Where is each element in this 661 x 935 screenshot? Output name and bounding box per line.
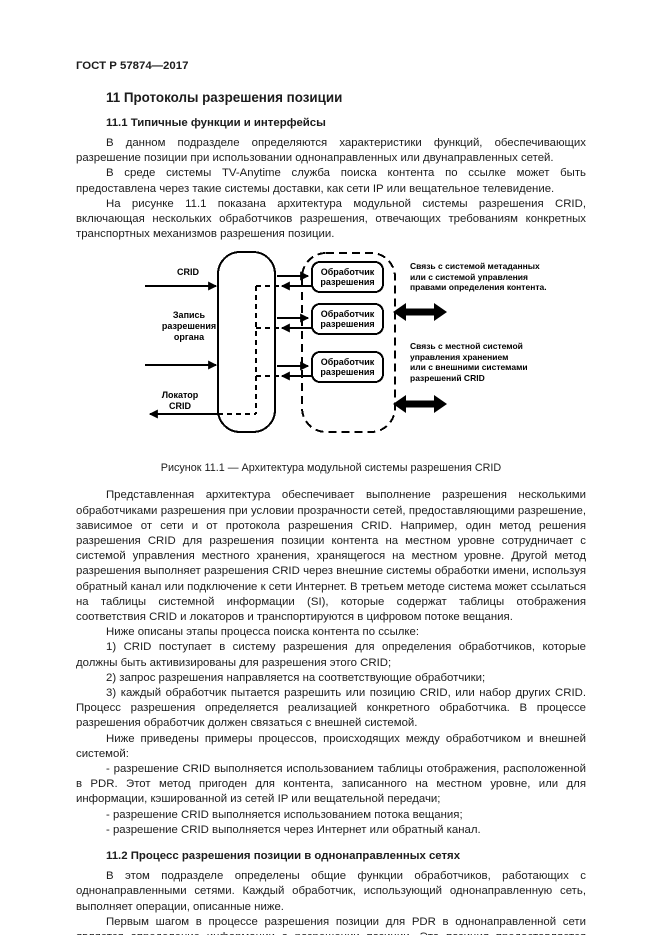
resolution-handler-box (311, 303, 384, 336)
resolution-core-box (217, 251, 276, 434)
section-11-title: 11 Протоколы разрешения позиции (106, 90, 343, 105)
resolution-handler-box (311, 351, 384, 384)
paragraph: Первым шагом в процессе разрешения позиц… (76, 915, 586, 935)
diagram-canvas (145, 251, 447, 434)
list-item-dash: - разрешение CRID выполняется использова… (76, 763, 586, 806)
handlers-group-box (301, 252, 396, 434)
handler-box-label: Обработчик разрешения (320, 266, 375, 288)
handler-box-label: Обработчик разрешения (320, 356, 375, 378)
external-link-double-arrow (393, 395, 447, 414)
paragraph: В этом подразделе определены общие функц… (76, 870, 586, 913)
subsection-11-2-title: 11.2 Процесс разрешения позиции в однона… (106, 850, 461, 863)
paragraph: Представленная архитектура обеспечивает … (76, 489, 586, 624)
list-item-numbered: 3) каждый обработчик пытается разрешить … (76, 687, 586, 730)
storage-link-caption: Связь с местной системой управления хран… (410, 341, 528, 383)
list-item-dash: - разрешение CRID выполняется использова… (106, 808, 463, 821)
crid-locator-label: Локатор CRID (161, 390, 199, 412)
paragraph: На рисунке 11.1 показана архитектура мод… (76, 197, 586, 241)
external-link-double-arrow (393, 303, 447, 322)
crid-architecture-diagram: CRID Запись разрешения органа Локатор CR… (140, 250, 600, 450)
list-item-numbered: 1) CRID поступает в систему разрешения д… (76, 641, 586, 669)
paragraph: Ниже приведены примеры процессов, происх… (76, 732, 586, 760)
paragraph: В среде системы TV-Anytime служба поиска… (76, 167, 586, 195)
doc-standard-number: ГОСТ Р 57874—2017 (76, 60, 189, 72)
paragraph: В данном подразделе определяются характе… (76, 137, 586, 165)
resolution-handler-box (311, 261, 384, 294)
crid-input-label: CRID (177, 267, 199, 278)
authority-record-label: Запись разрешения органа (161, 310, 217, 343)
handler-box-label: Обработчик разрешения (320, 308, 375, 330)
figure-11-1: CRID Запись разрешения органа Локатор CR… (76, 250, 586, 474)
subsection-11-1-title: 11.1 Типичные функции и интерфейсы (106, 117, 326, 129)
figure-caption: Рисунок 11.1 — Архитектура модульной сис… (160, 462, 502, 475)
paragraph: Ниже описаны этапы процесса поиска конте… (106, 626, 420, 639)
metadata-link-caption: Связь с системой метаданных или с систем… (410, 261, 547, 293)
list-item-numbered: 2) запрос разрешения направляется на соо… (106, 671, 486, 684)
list-item-dash: - разрешение CRID выполняется через Инте… (106, 823, 481, 836)
